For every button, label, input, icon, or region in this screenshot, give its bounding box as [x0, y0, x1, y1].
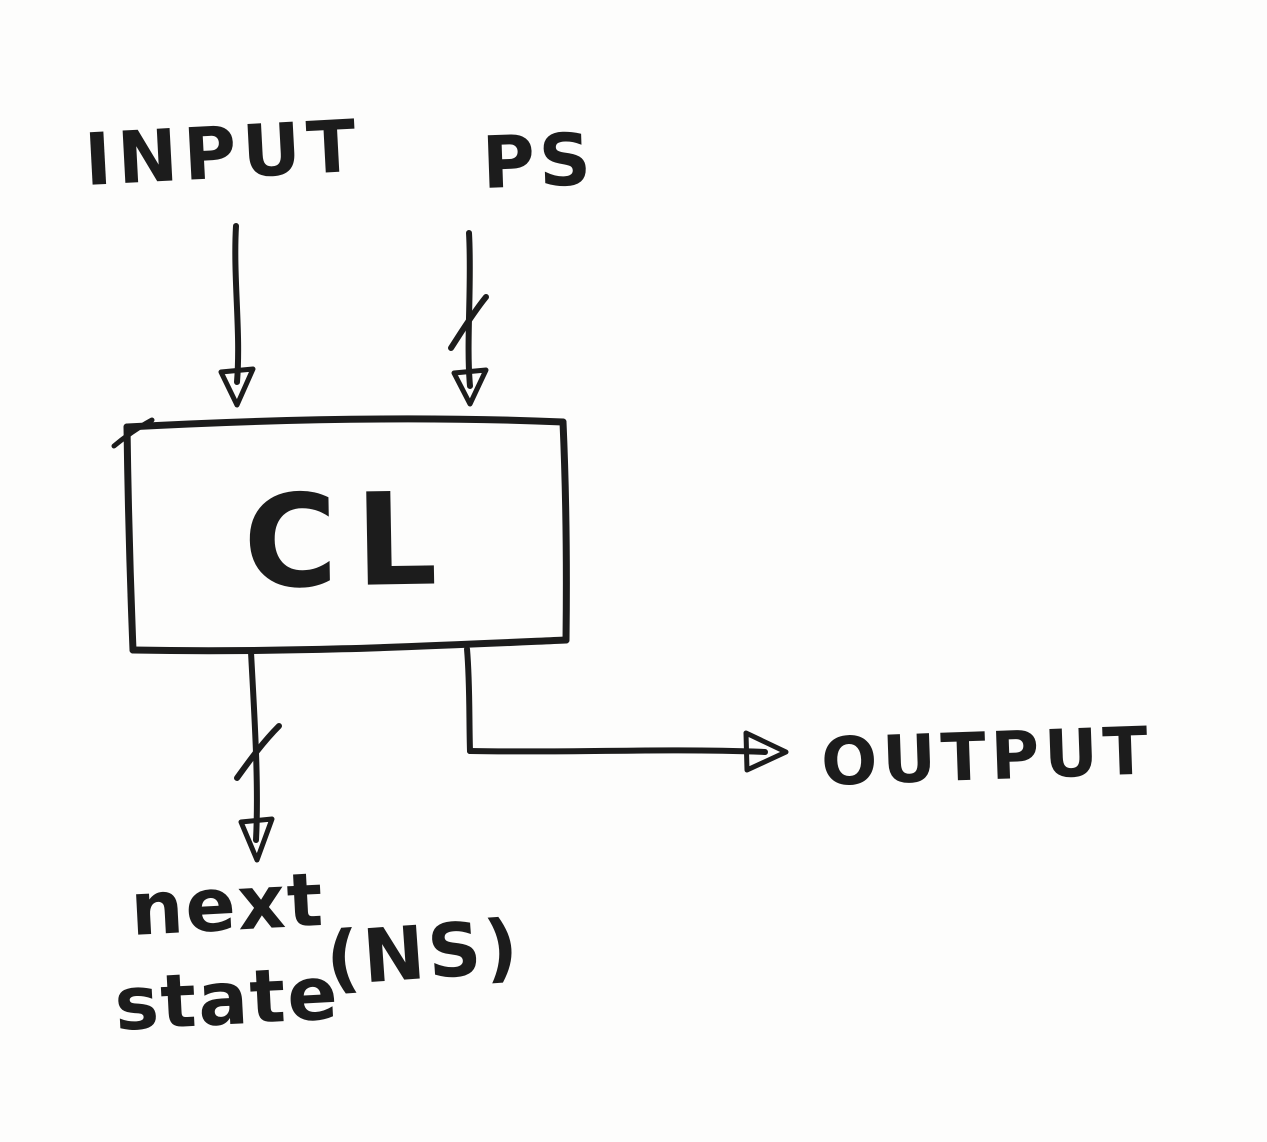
input-arrow-shaft	[232, 223, 242, 385]
cl-box-right-edge	[559, 418, 570, 644]
ns-abbrev-label: (NS)	[323, 904, 523, 1003]
ps-label: PS	[481, 117, 596, 205]
cl-box-corner-overdraw	[111, 417, 155, 449]
input-arrowhead-icon	[218, 366, 256, 408]
cl-box-bottom-edge	[129, 636, 570, 655]
cl-block-label: CL	[242, 465, 456, 618]
output-arrow-horizontal-shaft	[467, 747, 768, 755]
next-state-arrow-shaft	[248, 649, 260, 843]
ps-arrow	[448, 230, 489, 407]
ps-arrow-shaft	[465, 230, 473, 389]
output-arrowhead-icon	[743, 730, 789, 773]
next-state-label-line2: state	[112, 950, 341, 1048]
ps-arrowhead-icon	[451, 367, 489, 407]
input-arrow	[218, 223, 256, 408]
output-label: OUTPUT	[820, 712, 1154, 801]
ps-bus-tick-icon	[448, 294, 489, 351]
next-state-arrow	[234, 649, 282, 863]
output-arrow-vertical-shaft	[464, 646, 473, 754]
next-state-arrowhead-icon	[238, 816, 275, 863]
output-arrow	[464, 646, 789, 773]
cl-box-top-edge	[123, 415, 567, 431]
input-label: INPUT	[82, 104, 363, 202]
cl-box	[111, 415, 570, 655]
next-state-label-line1: next	[128, 857, 326, 953]
cl-box-left-edge	[123, 423, 137, 654]
next-state-bus-tick-icon	[234, 723, 282, 781]
